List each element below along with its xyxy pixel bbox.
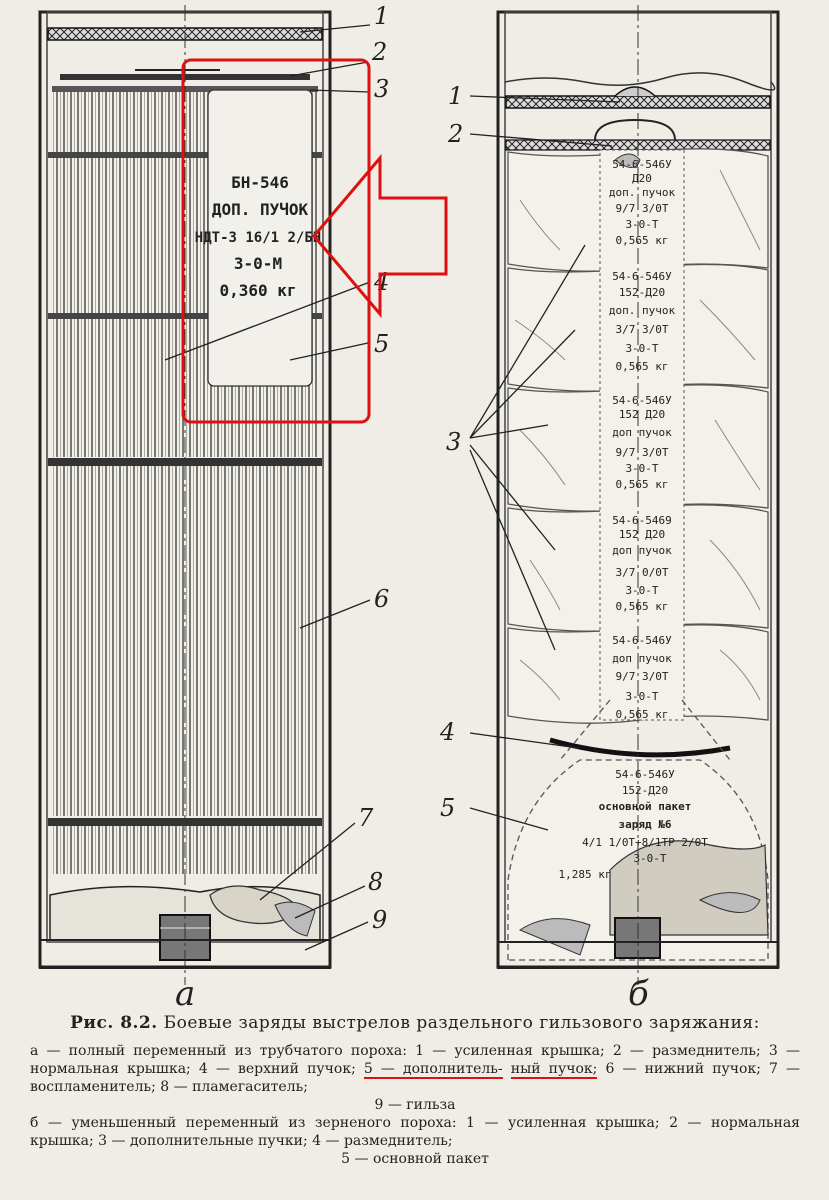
figure-caption: Рис. 8.2. Боевые заряды выстрелов раздел… (30, 1012, 800, 1034)
legend-b-text-2: 5 — основной пакет (341, 1151, 489, 1167)
left-callout-7: 7 (358, 804, 374, 832)
right-bundle3-line4: 9/7 3/0Т (616, 446, 669, 459)
right-bundle1-line3: доп. пучок (609, 186, 676, 199)
legend-a-highlight-2: ный пучок; (510, 1061, 598, 1079)
right-bundle2-line2: 152-Д20 (619, 286, 665, 299)
right-bundle4-line3: доп пучок (612, 544, 672, 557)
right-bundle4-line6: 0,565 кг (616, 600, 669, 613)
right-bundle1-line5: 3-0-Т (625, 218, 658, 231)
left-callout-8: 8 (368, 868, 383, 896)
main-packet-line7: 1,285 кг (559, 868, 612, 881)
legend-a-text-2: 6 — нижний пучок; 7 — воспламенитель; 8 … (30, 1061, 801, 1095)
left-callout-3: 3 (374, 75, 389, 103)
right-bundle4-line4: 3/7 0/0Т (616, 566, 669, 579)
main-packet-line2: 152-Д20 (622, 784, 668, 797)
figure-legend: а — полный переменный из трубчатого поро… (30, 1042, 800, 1168)
right-bundle3-line3: доп пучок (612, 426, 672, 439)
right-cartridge (496, 5, 780, 985)
left-callout-5: 5 (374, 330, 389, 358)
red-highlight-annotation (181, 58, 448, 424)
right-callout-5: 5 (440, 794, 455, 822)
right-bundle1-line2: Д20 (632, 172, 652, 185)
caption-block: Рис. 8.2. Боевые заряды выстрелов раздел… (30, 1012, 800, 1168)
main-packet-line6: 3-0-Т (633, 852, 666, 865)
right-bundle2-line3: доп. пучок (609, 304, 676, 317)
main-packet-line4: заряд №6 (619, 818, 672, 831)
caption-title: Боевые заряды выстрелов раздельного гиль… (163, 1013, 760, 1033)
right-figure-label: б (628, 974, 649, 1010)
left-figure-label: а (175, 974, 195, 1010)
legend-a: а — полный переменный из трубчатого поро… (30, 1042, 800, 1096)
left-bundle-label-line5: 0,360 кг (219, 281, 296, 300)
right-bundle5-line5: 0,565 кг (616, 708, 669, 721)
legend-a-text-1: а — полный переменный из трубчатого поро… (30, 1043, 800, 1077)
left-callout-6: 6 (374, 585, 389, 613)
right-callout-1: 1 (448, 82, 463, 110)
left-bundle-label-line4: 3-0-М (234, 254, 282, 273)
left-callout-2: 2 (371, 38, 387, 66)
right-callout-3: 3 (446, 428, 461, 456)
right-bundle5-line1: 54-6-546У (612, 634, 672, 647)
right-bundle2-line4: 3/7 3/0Т (616, 323, 669, 336)
right-bundle3-line5: 3-0-Т (625, 462, 658, 475)
right-callout-2: 2 (447, 120, 463, 148)
caption-prefix: Рис. 8.2. (70, 1013, 158, 1033)
legend-b-text-1: б — уменьшенный переменный из зерненого … (30, 1115, 800, 1149)
legend-a-highlight-1: 5 — дополнитель- (363, 1061, 503, 1079)
right-bundle2-line1: 54-6-546У (612, 270, 672, 283)
right-bundle1-line6: 0,565 кг (616, 234, 669, 247)
left-callout-9: 9 (372, 906, 387, 934)
right-bundle1-line1: 54-6-546У (612, 158, 672, 171)
right-callout-4: 4 (439, 718, 455, 746)
right-bundle5-line4: 3-0-Т (625, 690, 658, 703)
figure-drawing: БН-546 ДОП. ПУЧОК НДТ-3 16/1 2/БН 3-0-М … (38, 2, 780, 1010)
right-bundle3-line6: 0,565 кг (616, 478, 669, 491)
left-bundle-label-line2: ДОП. ПУЧОК (212, 200, 309, 219)
left-cartridge (38, 5, 332, 985)
left-callout-1: 1 (374, 2, 389, 30)
legend-a-text-3: 9 — гильза (374, 1097, 456, 1113)
right-bundle4-line1: 54-6-5469 (612, 514, 672, 527)
right-bundle5-line3: 9/7 3/0Т (616, 670, 669, 683)
right-bundle4-line2: 152 Д20 (619, 528, 665, 541)
main-packet-line1: 54-6-546У (615, 768, 675, 781)
main-packet-line5: 4/1 1/0Т+8/1ТР 2/0Т (582, 836, 708, 849)
main-packet-line3: основной пакет (599, 800, 692, 813)
left-bundle-label-line3: НДТ-3 16/1 2/БН (195, 230, 321, 246)
right-bundle1-line4: 9/7 3/0Т (616, 202, 669, 215)
right-bundle3-line2: 152 Д20 (619, 408, 665, 421)
right-bundle3-line1: 54-6-546У (612, 394, 672, 407)
right-bundle5-line2: доп пучок (612, 652, 672, 665)
left-bundle-label-line1: БН-546 (231, 173, 289, 192)
right-bundle2-line5: 3-0-Т (625, 342, 658, 355)
right-bundle4-line5: 3-0-Т (625, 584, 658, 597)
right-bundle2-line6: 0,565 кг (616, 360, 669, 373)
